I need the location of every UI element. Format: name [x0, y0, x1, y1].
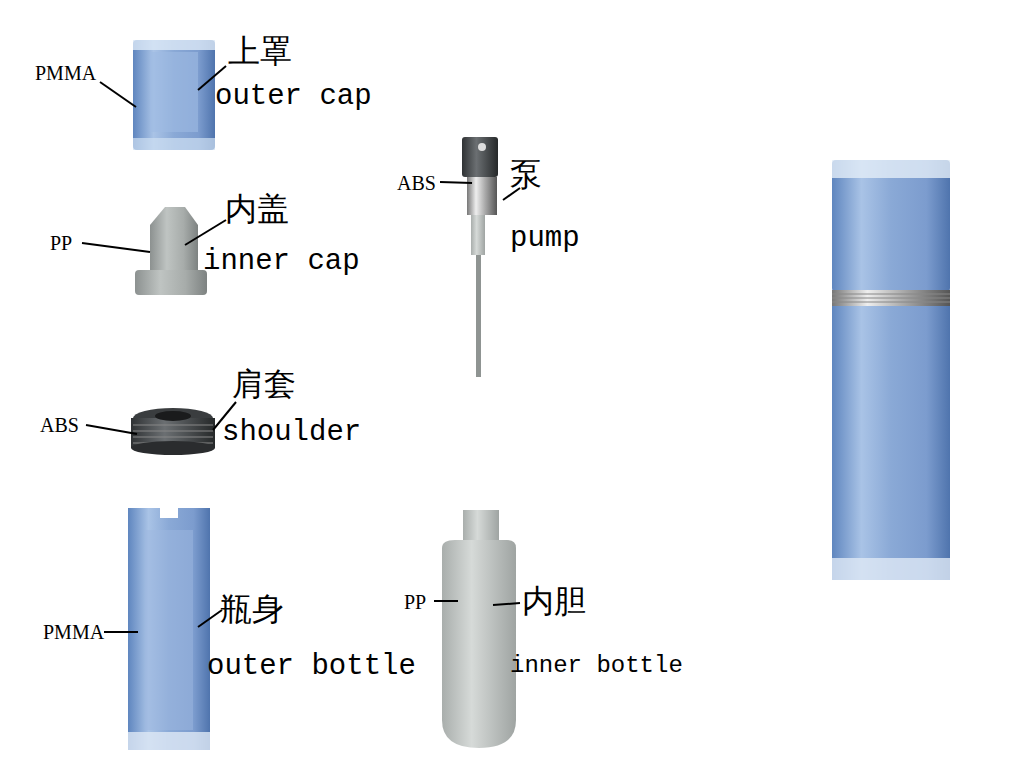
material-label: ABS	[397, 173, 436, 193]
part-name: inner bottle	[510, 654, 683, 678]
inner-bottle-figure	[442, 510, 516, 748]
part-name: 肩套	[232, 368, 296, 400]
outer-bottle-figure	[128, 508, 210, 750]
part-name: 泵	[510, 158, 542, 190]
outer-cap-figure	[133, 40, 215, 150]
material-label: PMMA	[43, 622, 104, 642]
material-label: PP	[404, 592, 426, 612]
part-name: outer bottle	[207, 652, 416, 681]
part-name: pump	[510, 224, 580, 253]
part-name: outer cap	[215, 82, 372, 111]
part-name: 内胆	[522, 585, 586, 617]
part-name: shoulder	[222, 418, 361, 447]
part-name: inner cap	[203, 247, 360, 276]
material-label: PP	[50, 233, 72, 253]
shoulder-figure	[131, 408, 215, 455]
part-name: 瓶身	[220, 593, 284, 625]
pump-figure	[462, 137, 498, 377]
leader-lines	[82, 66, 520, 632]
part-name: 内盖	[225, 193, 289, 225]
assembled-bottle-figure	[832, 160, 950, 580]
material-label: PMMA	[35, 63, 96, 83]
material-label: ABS	[40, 415, 79, 435]
part-name: 上罩	[228, 35, 292, 67]
